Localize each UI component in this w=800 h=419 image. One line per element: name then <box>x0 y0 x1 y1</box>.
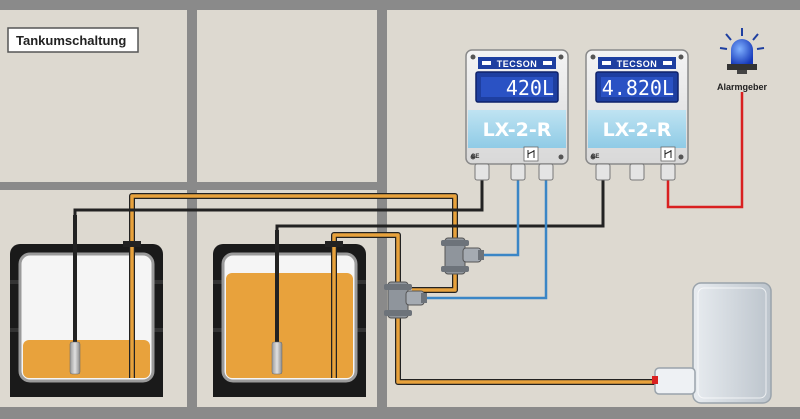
burner-icon <box>692 282 772 404</box>
burner-pump <box>654 367 696 395</box>
ceiling-beam <box>0 182 387 190</box>
alarm-siren: Alarmgeber <box>717 28 768 92</box>
svg-text:CE: CE <box>471 154 479 160</box>
three-way-valve-2 <box>384 281 427 319</box>
device-2-display-value: 4.820L <box>602 76 674 100</box>
diagram-title: Tankumschaltung <box>16 33 126 48</box>
device-2-cable-glands <box>595 163 676 181</box>
sensor-cable-tank-2 <box>275 180 605 230</box>
level-probe-icon <box>271 230 283 375</box>
sensor-cable-tank-1 <box>73 180 484 215</box>
tank-2 <box>213 244 366 397</box>
device-2-brand: TECSON <box>617 59 658 69</box>
level-probe-icon <box>69 215 81 375</box>
level-device-1: TECSON 420L LX-2-R CE <box>465 49 569 181</box>
device-2-model: LX-2-R <box>603 119 672 141</box>
three-way-valve-1 <box>441 237 484 275</box>
signal-cables <box>425 180 548 300</box>
tank-1 <box>10 244 163 397</box>
device-1-display-value: 420L <box>506 76 554 100</box>
burner <box>652 282 772 404</box>
signal-cable-valve-1 <box>482 180 520 257</box>
oil-level-tank-1 <box>23 340 150 378</box>
alarm-label: Alarmgeber <box>717 82 768 92</box>
siren-icon <box>719 28 765 74</box>
device-1-cable-glands <box>474 163 554 181</box>
device-1-model: LX-2-R <box>483 119 552 141</box>
fuel-pipes <box>129 193 662 385</box>
relay-contact-icon <box>523 146 539 162</box>
svg-text:CE: CE <box>591 154 599 160</box>
alarm-cable <box>666 92 744 209</box>
ceiling <box>0 0 800 10</box>
floor <box>0 407 800 419</box>
sensor-cables <box>73 180 605 230</box>
relay-contact-icon <box>660 146 676 162</box>
signal-cable-valve-2 <box>425 180 548 300</box>
device-1-brand: TECSON <box>497 59 538 69</box>
level-device-2: TECSON 4.820L LX-2-R CE <box>585 49 689 181</box>
title-box: Tankumschaltung <box>7 27 139 53</box>
oil-level-tank-2 <box>226 273 353 378</box>
